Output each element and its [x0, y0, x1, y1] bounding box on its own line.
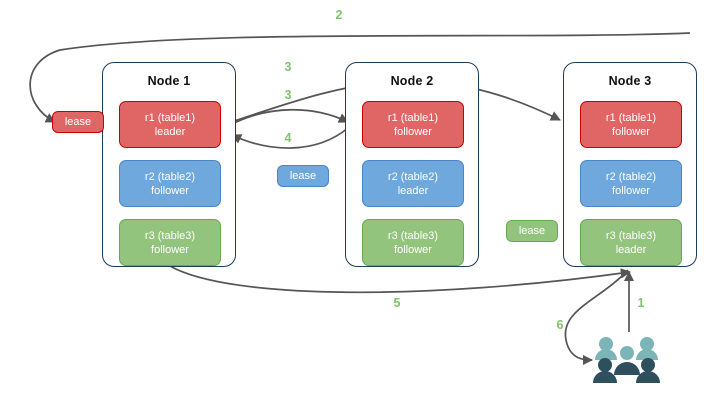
node-2-replica-r2[interactable]: r2 (table2) leader — [362, 160, 464, 207]
step-label-1: 1 — [637, 296, 645, 310]
step-label-2: 2 — [335, 8, 343, 22]
node-3-replica-r1-name: r1 (table1) — [605, 111, 657, 124]
node-2-replica-r2-name: r2 (table2) — [387, 170, 439, 183]
lease-badge-green[interactable]: lease — [506, 220, 558, 242]
node-3-replica-r2[interactable]: r2 (table2) follower — [580, 160, 682, 207]
lease-badge-blue[interactable]: lease — [277, 165, 329, 187]
node-1-replica-r2-role: follower — [151, 184, 189, 197]
node-3-replica-r3-role: leader — [615, 243, 647, 256]
node-1-replica-r3-role: follower — [151, 243, 189, 256]
node-2-title: Node 2 — [390, 74, 434, 88]
node-2-replica-r1[interactable]: r1 (table1) follower — [362, 101, 464, 148]
node-2-replica-r3-role: follower — [394, 243, 432, 256]
lease-badge-red[interactable]: lease — [52, 111, 104, 133]
node-1-replica-r1[interactable]: r1 (table1) leader — [119, 101, 221, 148]
node-1[interactable]: Node 1 r1 (table1) leader r2 (table2) fo… — [102, 62, 236, 267]
edge-step-3-to-node2 — [227, 108, 349, 127]
node-3-title: Node 3 — [608, 74, 652, 88]
node-2-replica-r3[interactable]: r3 (table3) follower — [362, 219, 464, 266]
node-1-replica-r3-name: r3 (table3) — [144, 229, 196, 242]
step-label-6: 6 — [556, 318, 564, 332]
node-2-replica-r1-role: follower — [394, 125, 432, 138]
node-3-replica-r2-role: follower — [612, 184, 650, 197]
node-3-replica-r1-role: follower — [612, 125, 650, 138]
node-2-replica-r3-name: r3 (table3) — [387, 229, 439, 242]
step-label-5: 5 — [393, 296, 401, 310]
step-label-4: 4 — [284, 131, 292, 145]
node-3-replica-r1[interactable]: r1 (table1) follower — [580, 101, 682, 148]
step-label-3-lower: 3 — [284, 88, 292, 102]
node-1-replica-r2-name: r2 (table2) — [144, 170, 196, 183]
step-label-3-upper: 3 — [284, 60, 292, 74]
node-1-title: Node 1 — [147, 74, 191, 88]
node-3-replica-r3-name: r3 (table3) — [605, 229, 657, 242]
node-1-replica-r3[interactable]: r3 (table3) follower — [119, 219, 221, 266]
people-group-icon — [593, 337, 660, 383]
node-2[interactable]: Node 2 r1 (table1) follower r2 (table2) … — [345, 62, 479, 267]
node-3-replica-r2-name: r2 (table2) — [605, 170, 657, 183]
node-1-replica-r1-role: leader — [154, 125, 186, 138]
edge-step-5 — [169, 265, 632, 294]
node-2-replica-r2-role: leader — [397, 184, 429, 197]
node-1-replica-r1-name: r1 (table1) — [144, 111, 196, 124]
node-3-replica-r3[interactable]: r3 (table3) leader — [580, 219, 682, 266]
node-2-replica-r1-name: r1 (table1) — [387, 111, 439, 124]
node-3[interactable]: Node 3 r1 (table1) follower r2 (table2) … — [563, 62, 697, 267]
node-1-replica-r2[interactable]: r2 (table2) follower — [119, 160, 221, 207]
